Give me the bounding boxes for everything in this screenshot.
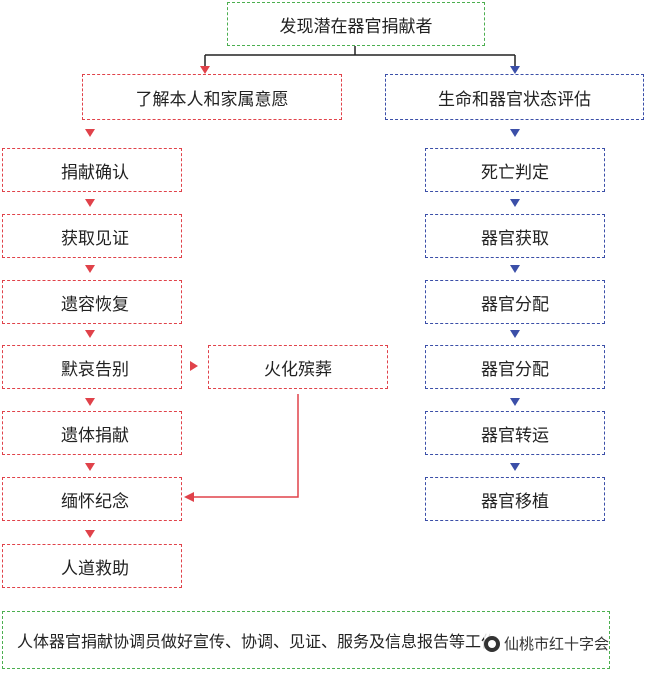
left-step-7: 人道救助 bbox=[2, 544, 182, 588]
left-step-3: 遗容恢复 bbox=[2, 280, 182, 324]
left-arrows bbox=[85, 129, 198, 538]
arrow-down-icon bbox=[510, 66, 520, 74]
arrow-down-icon bbox=[200, 66, 210, 74]
left-step-5: 遗体捐献 bbox=[2, 411, 182, 455]
right-step-3: 器官分配 bbox=[425, 280, 605, 324]
right-step-4: 器官分配 bbox=[425, 345, 605, 389]
left-step-4: 默哀告别 bbox=[2, 345, 182, 389]
top-node: 发现潜在器官捐献者 bbox=[227, 2, 485, 46]
side-step: 火化殡葬 bbox=[208, 345, 388, 389]
watermark: 仙桃市红十字会 bbox=[484, 633, 610, 654]
left-header: 了解本人和家属意愿 bbox=[82, 74, 342, 120]
arrow-left-icon bbox=[184, 492, 194, 502]
left-step-1: 捐献确认 bbox=[2, 148, 182, 192]
arrow-down-icon bbox=[510, 265, 520, 273]
arrow-down-icon bbox=[510, 330, 520, 338]
left-step-6: 缅怀纪念 bbox=[2, 477, 182, 521]
arrow-right-icon bbox=[190, 361, 198, 371]
arrow-down-icon bbox=[85, 199, 95, 207]
arrow-down-icon bbox=[510, 129, 520, 137]
arrow-down-icon bbox=[85, 398, 95, 406]
right-step-1: 死亡判定 bbox=[425, 148, 605, 192]
arrow-down-icon bbox=[85, 463, 95, 471]
right-step-6: 器官移植 bbox=[425, 477, 605, 521]
right-step-2: 器官获取 bbox=[425, 214, 605, 258]
arrow-down-icon bbox=[510, 463, 520, 471]
right-arrows bbox=[510, 129, 520, 471]
wechat-icon bbox=[484, 635, 500, 652]
arrow-down-icon bbox=[85, 330, 95, 338]
right-header: 生命和器官状态评估 bbox=[385, 74, 644, 120]
left-step-2: 获取见证 bbox=[2, 214, 182, 258]
arrow-down-icon bbox=[85, 129, 95, 137]
watermark-text: 仙桃市红十字会 bbox=[504, 635, 610, 653]
arrow-down-icon bbox=[85, 530, 95, 538]
arrow-down-icon bbox=[510, 398, 520, 406]
arrow-down-icon bbox=[85, 265, 95, 273]
arrow-down-icon bbox=[510, 199, 520, 207]
right-step-5: 器官转运 bbox=[425, 411, 605, 455]
